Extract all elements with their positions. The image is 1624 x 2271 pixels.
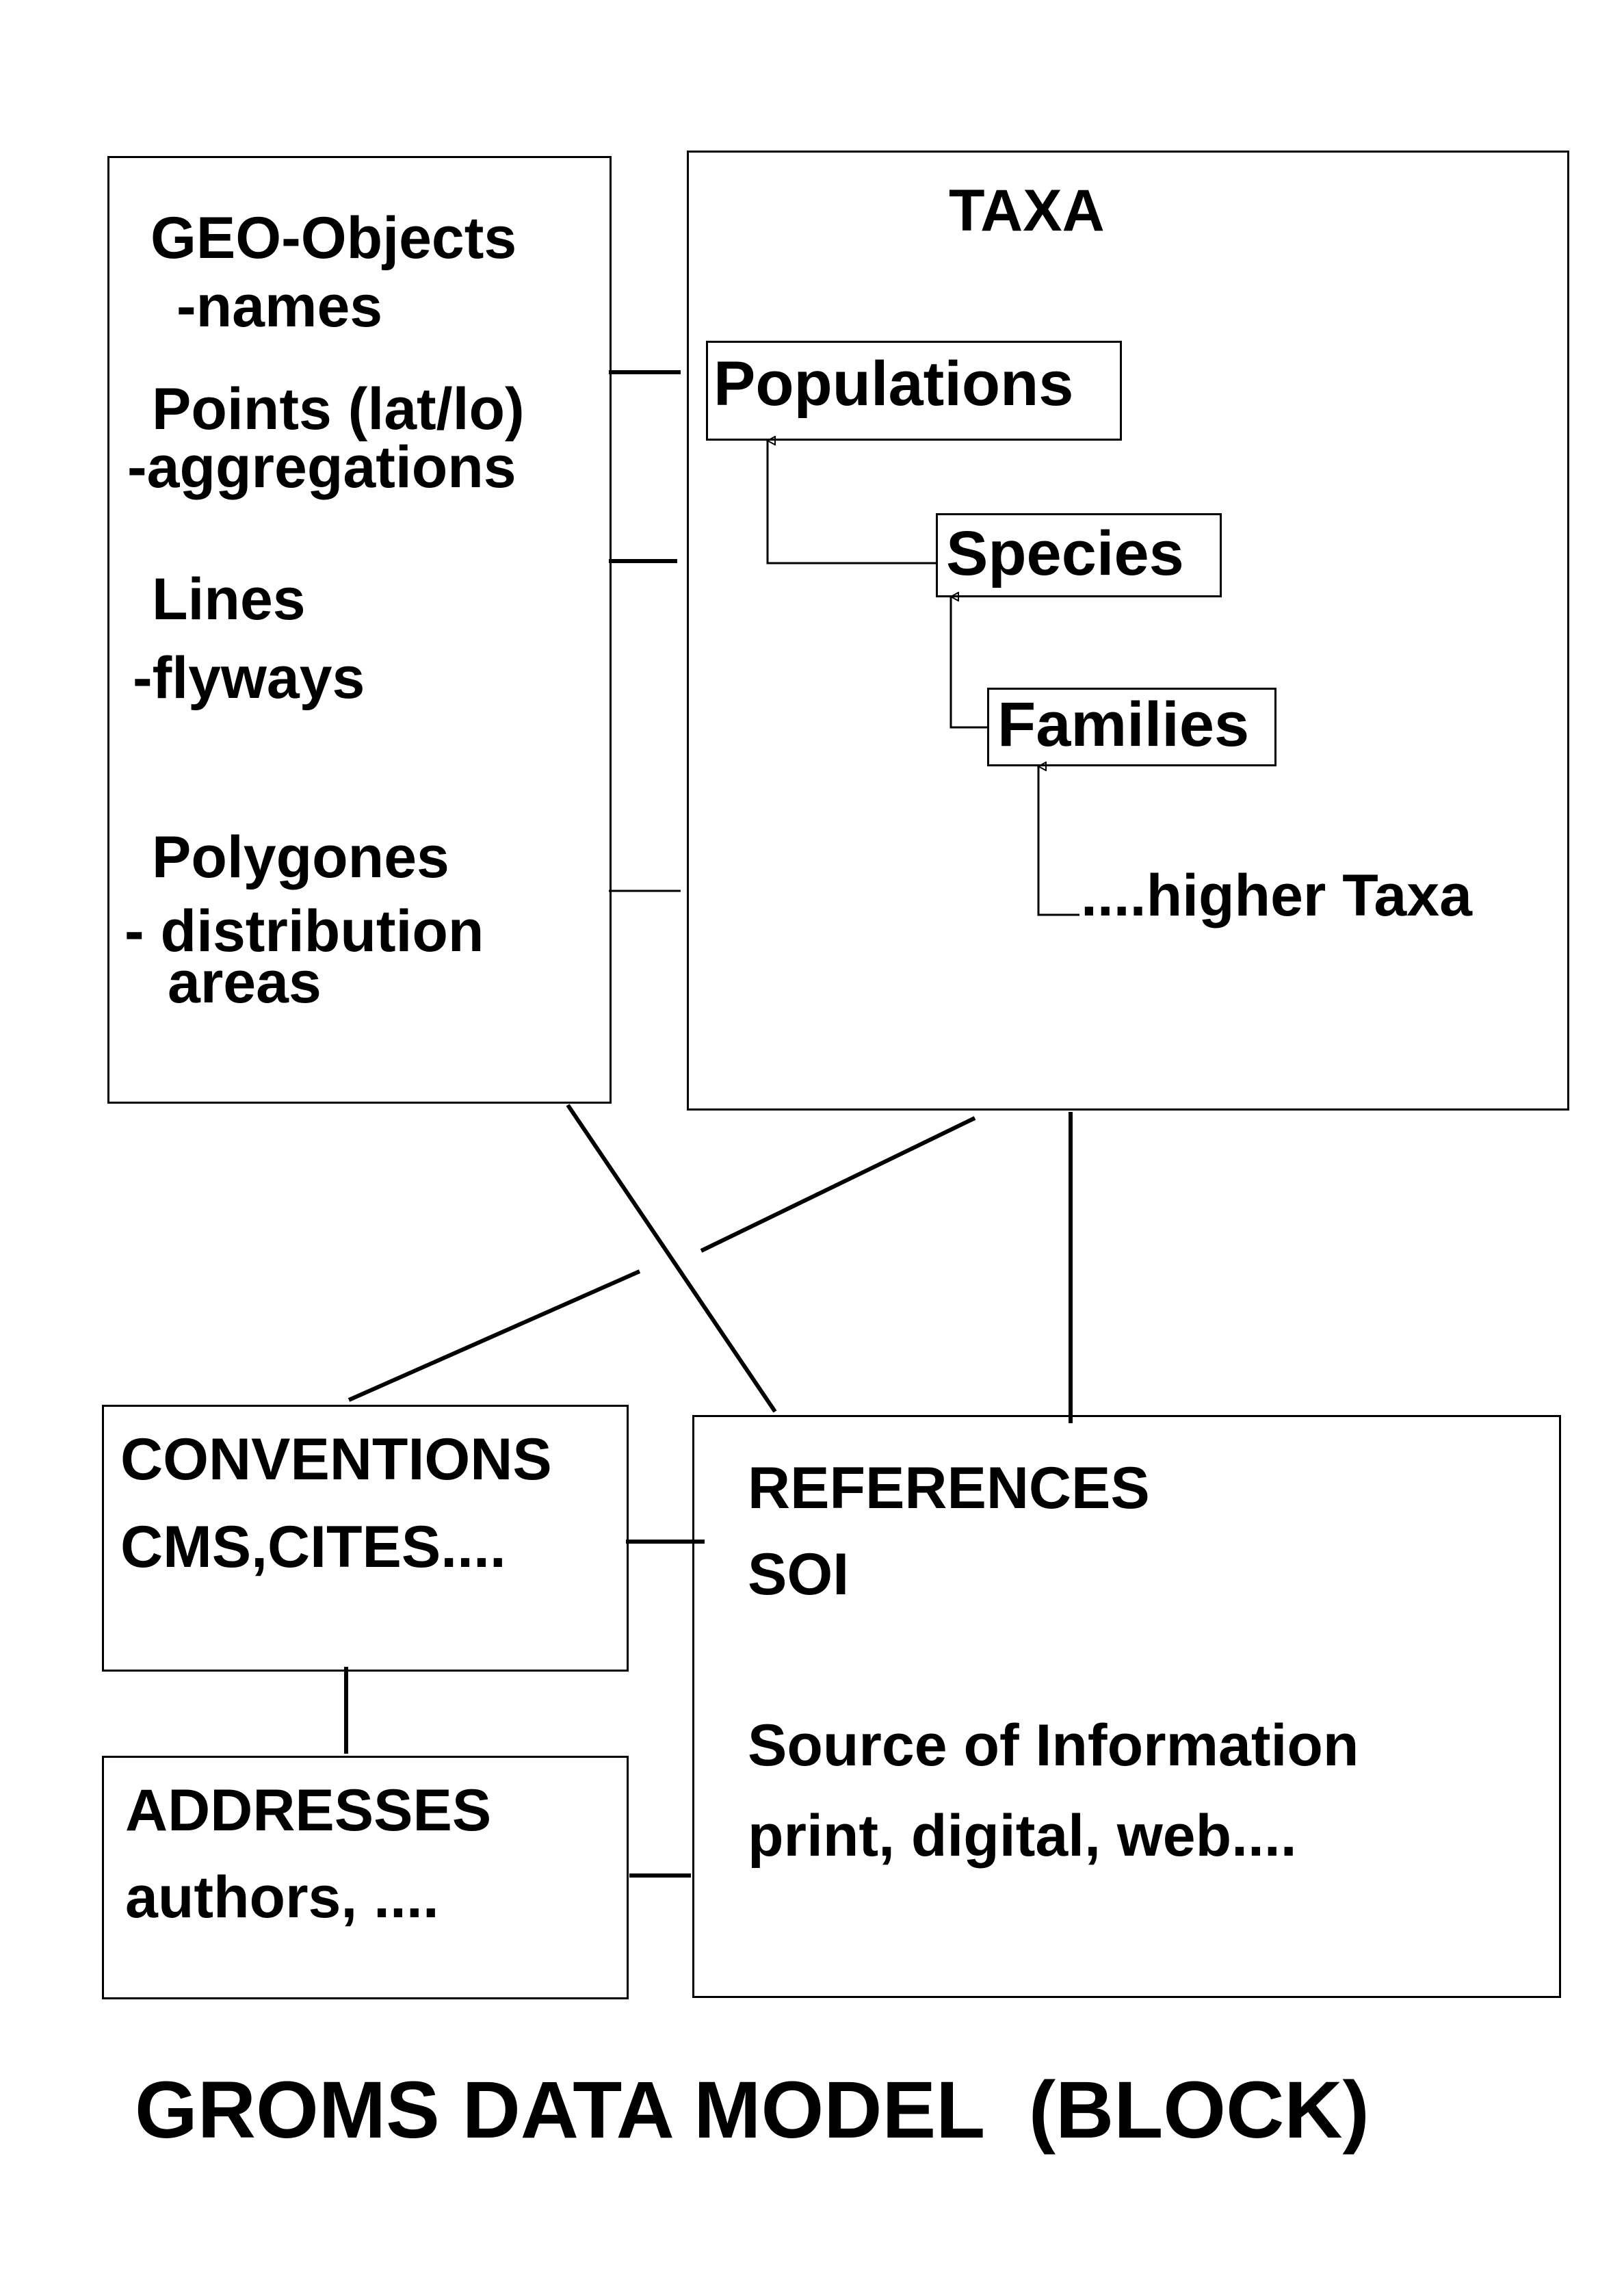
- addresses-block: [102, 1756, 629, 1999]
- arrow-higher-to-families: [1038, 766, 1079, 916]
- geo-objects-block: [107, 156, 612, 1104]
- geo-flyways-label: -flyways: [133, 645, 365, 711]
- geo-names-label: -names: [176, 274, 383, 339]
- arrow-families-to-species: [951, 597, 987, 729]
- families-box: [987, 688, 1276, 766]
- families-label: Families: [997, 690, 1250, 760]
- geo-areas-label: areas: [168, 950, 322, 1015]
- arrow-species-to-populations: [768, 441, 936, 564]
- conventions-heading: CONVENTIONS: [120, 1427, 552, 1492]
- geo-distribution-label: - distribution: [125, 898, 484, 964]
- species-label: Species: [946, 519, 1184, 588]
- species-box: [936, 513, 1222, 597]
- geo-points-label: Points (lat/lo): [152, 376, 525, 442]
- references-media-label: print, digital, web....: [748, 1803, 1297, 1869]
- geo-objects-heading: GEO-Objects: [150, 205, 517, 271]
- geo-polygones-label: Polygones: [152, 825, 449, 890]
- addresses-authors: authors, ....: [125, 1865, 439, 1930]
- taxa-heading: TAXA: [949, 178, 1105, 244]
- references-block: [692, 1415, 1561, 1998]
- conventions-list: CMS,CITES....: [120, 1514, 506, 1580]
- references-heading: REFERENCES: [748, 1455, 1150, 1521]
- diagram-title: GROMS DATA MODEL (BLOCK): [135, 2065, 1370, 2155]
- populations-box: [706, 341, 1122, 441]
- link-taxa-conventions-b: [348, 1269, 641, 1402]
- higher-taxa-label: ....higher Taxa: [1081, 863, 1472, 929]
- taxa-block: [687, 151, 1569, 1111]
- addresses-heading: ADDRESSES: [125, 1778, 492, 1843]
- geo-lines-label: Lines: [152, 567, 306, 632]
- conventions-block: [102, 1405, 629, 1672]
- geo-aggregations-label: -aggregations: [127, 434, 516, 500]
- references-source-label: Source of Information: [748, 1713, 1359, 1778]
- populations-label: Populations: [713, 349, 1074, 419]
- references-soi: SOI: [748, 1542, 850, 1607]
- link-taxa-conventions-a: [700, 1116, 976, 1253]
- link-geo-references: [566, 1104, 777, 1413]
